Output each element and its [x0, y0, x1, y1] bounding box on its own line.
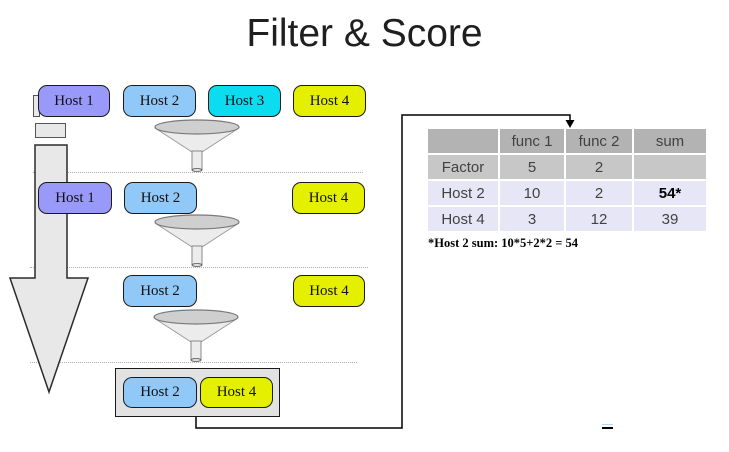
score-table: func 1 func 2 sum Factor 5 2 Host 2 10 2…: [428, 129, 706, 231]
host-label: Host 4: [308, 189, 349, 206]
table-header-cell: func 2: [566, 129, 632, 153]
flow-down-arrow-icon: [8, 144, 90, 395]
host-label: Host 2: [140, 282, 180, 299]
table-cell: 5: [500, 155, 564, 179]
funnel-icon: [154, 214, 240, 267]
host-label: Host 4: [309, 282, 349, 299]
table-cell: 12: [566, 207, 632, 231]
table-cell: 3: [500, 207, 564, 231]
host-label: Host 3: [224, 92, 265, 109]
host-box: Host 1: [38, 182, 112, 214]
table-header-cell: sum: [634, 129, 706, 153]
host-label: Host 1: [54, 92, 94, 109]
host-label: Host 1: [55, 189, 95, 206]
stage-divider: [30, 362, 357, 363]
arrow-segment-shape: [35, 123, 66, 138]
table-header-cell: func 1: [500, 129, 564, 153]
host-box: Host 2: [123, 275, 197, 307]
host-box: Host 4: [292, 182, 365, 214]
page-title: Filter & Score: [246, 12, 483, 55]
arrowhead-icon: [565, 120, 575, 128]
dash-mark-black: [602, 426, 613, 429]
table-cell: Host 4: [428, 207, 498, 231]
host-label: Host 2: [140, 384, 180, 400]
table-cell: 10: [500, 181, 564, 205]
host-box: Host 1: [38, 85, 110, 117]
table-cell: Host 2: [428, 181, 498, 205]
table-cell: Factor: [428, 155, 498, 179]
host-box: Host 3: [208, 85, 281, 117]
host-box: Host 2: [123, 377, 197, 408]
table-cell: 2: [566, 181, 632, 205]
table-cell: 39: [634, 207, 706, 231]
funnel-icon: [154, 119, 240, 172]
table-cell: [634, 155, 706, 179]
host-box: Host 4: [293, 85, 366, 117]
table-cell-highlight: 54*: [634, 181, 706, 205]
host-label: Host 4: [309, 92, 350, 109]
host-box: Host 2: [123, 85, 196, 117]
host-label: Host 4: [216, 384, 257, 400]
host-box: Host 4: [200, 377, 273, 408]
host-box: Host 2: [124, 182, 197, 214]
funnel-icon: [153, 309, 239, 362]
table-header-cell: [428, 129, 498, 153]
host-label: Host 2: [140, 189, 181, 206]
host-label: Host 2: [139, 92, 180, 109]
table-footnote: *Host 2 sum: 10*5+2*2 = 54: [428, 236, 579, 250]
table-cell: 2: [566, 155, 632, 179]
host-box: Host 4: [293, 275, 365, 307]
dash-mark-blue: [602, 424, 613, 425]
